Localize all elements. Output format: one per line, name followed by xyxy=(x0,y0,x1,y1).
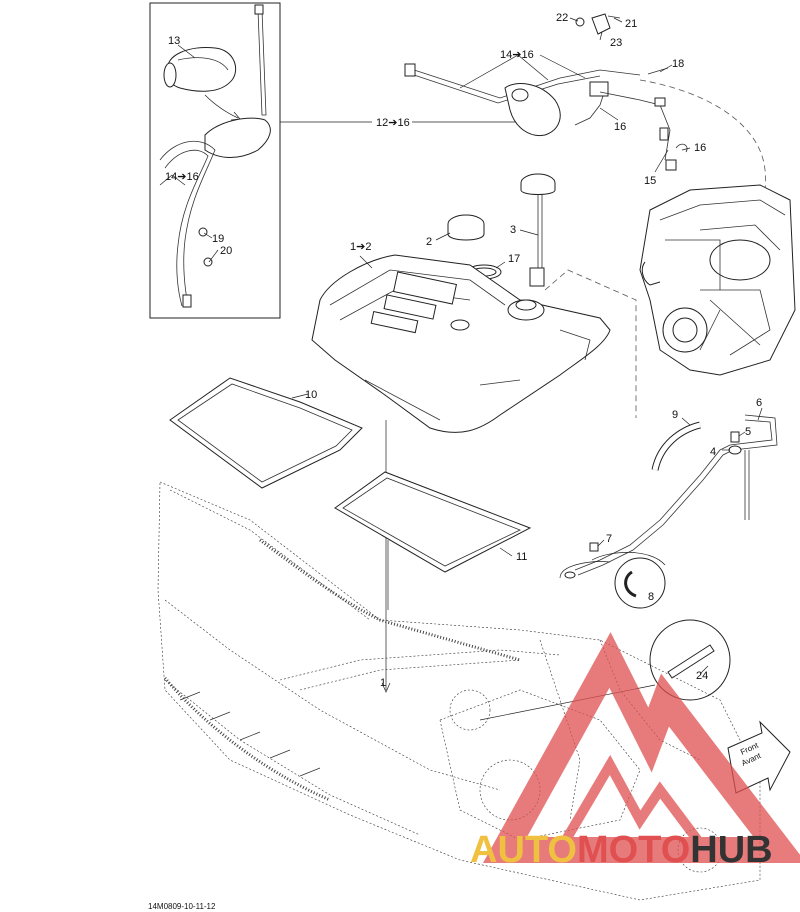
callout-19: 19 xyxy=(212,233,224,245)
callout-13: 13 xyxy=(168,35,180,47)
callout-10: 10 xyxy=(305,389,317,401)
callout-14-16-inset: 14➔16 xyxy=(165,171,199,183)
callout-7: 7 xyxy=(606,533,612,545)
callout-18: 18 xyxy=(672,58,684,70)
vent-line-inset xyxy=(257,9,267,116)
callout-4: 4 xyxy=(710,446,716,458)
inset-box xyxy=(149,2,281,319)
callout-20: 20 xyxy=(220,245,232,257)
callout-14-16: 14➔16 xyxy=(500,49,534,61)
engine xyxy=(639,184,796,376)
fuel-cap-3 xyxy=(519,173,556,287)
callout-3: 3 xyxy=(510,224,516,236)
filler-hose-inset xyxy=(204,117,271,158)
callout-17: 17 xyxy=(508,253,520,265)
fuel-tank-1 xyxy=(311,254,611,433)
lock-ring-2 xyxy=(435,214,485,241)
callout-1: 1 xyxy=(380,677,386,689)
watermark-text: AUTOMOTOHUB xyxy=(470,829,773,871)
reference-code: 14M0809-10-11-12 xyxy=(148,902,216,911)
callout-21: 21 xyxy=(625,18,637,30)
vent-valve xyxy=(589,81,609,97)
callout-23: 23 xyxy=(610,37,622,49)
fuel-lines xyxy=(574,407,778,576)
callout-15: 15 xyxy=(644,175,656,187)
callout-1-2: 1➔2 xyxy=(350,241,371,253)
callout-2: 2 xyxy=(426,236,432,248)
detail-clip-8 xyxy=(559,552,666,609)
elbow-hose-13 xyxy=(167,46,237,92)
callout-5: 5 xyxy=(745,426,751,438)
callout-11: 11 xyxy=(516,551,527,563)
vent-line-assembly xyxy=(404,13,767,221)
pad-11 xyxy=(334,471,532,573)
watermark-logo xyxy=(482,632,800,863)
callout-16-b: 16 xyxy=(694,142,706,154)
callout-9: 9 xyxy=(672,409,678,421)
hose-end xyxy=(163,62,177,88)
nut-22 xyxy=(575,17,585,27)
fuel-route-dashed xyxy=(544,269,637,418)
pad-10 xyxy=(169,377,363,489)
callout-16-a: 16 xyxy=(614,121,626,133)
callout-12-16: 12➔16 xyxy=(376,117,410,129)
callout-6: 6 xyxy=(756,397,762,409)
callout-8: 8 xyxy=(648,591,654,603)
detail-tube-24 xyxy=(479,619,731,721)
bracket-23 xyxy=(591,13,611,35)
callout-24: 24 xyxy=(696,670,708,682)
clamp-20 xyxy=(203,257,213,267)
clamp-19 xyxy=(198,227,208,237)
callout-22: 22 xyxy=(556,12,568,24)
